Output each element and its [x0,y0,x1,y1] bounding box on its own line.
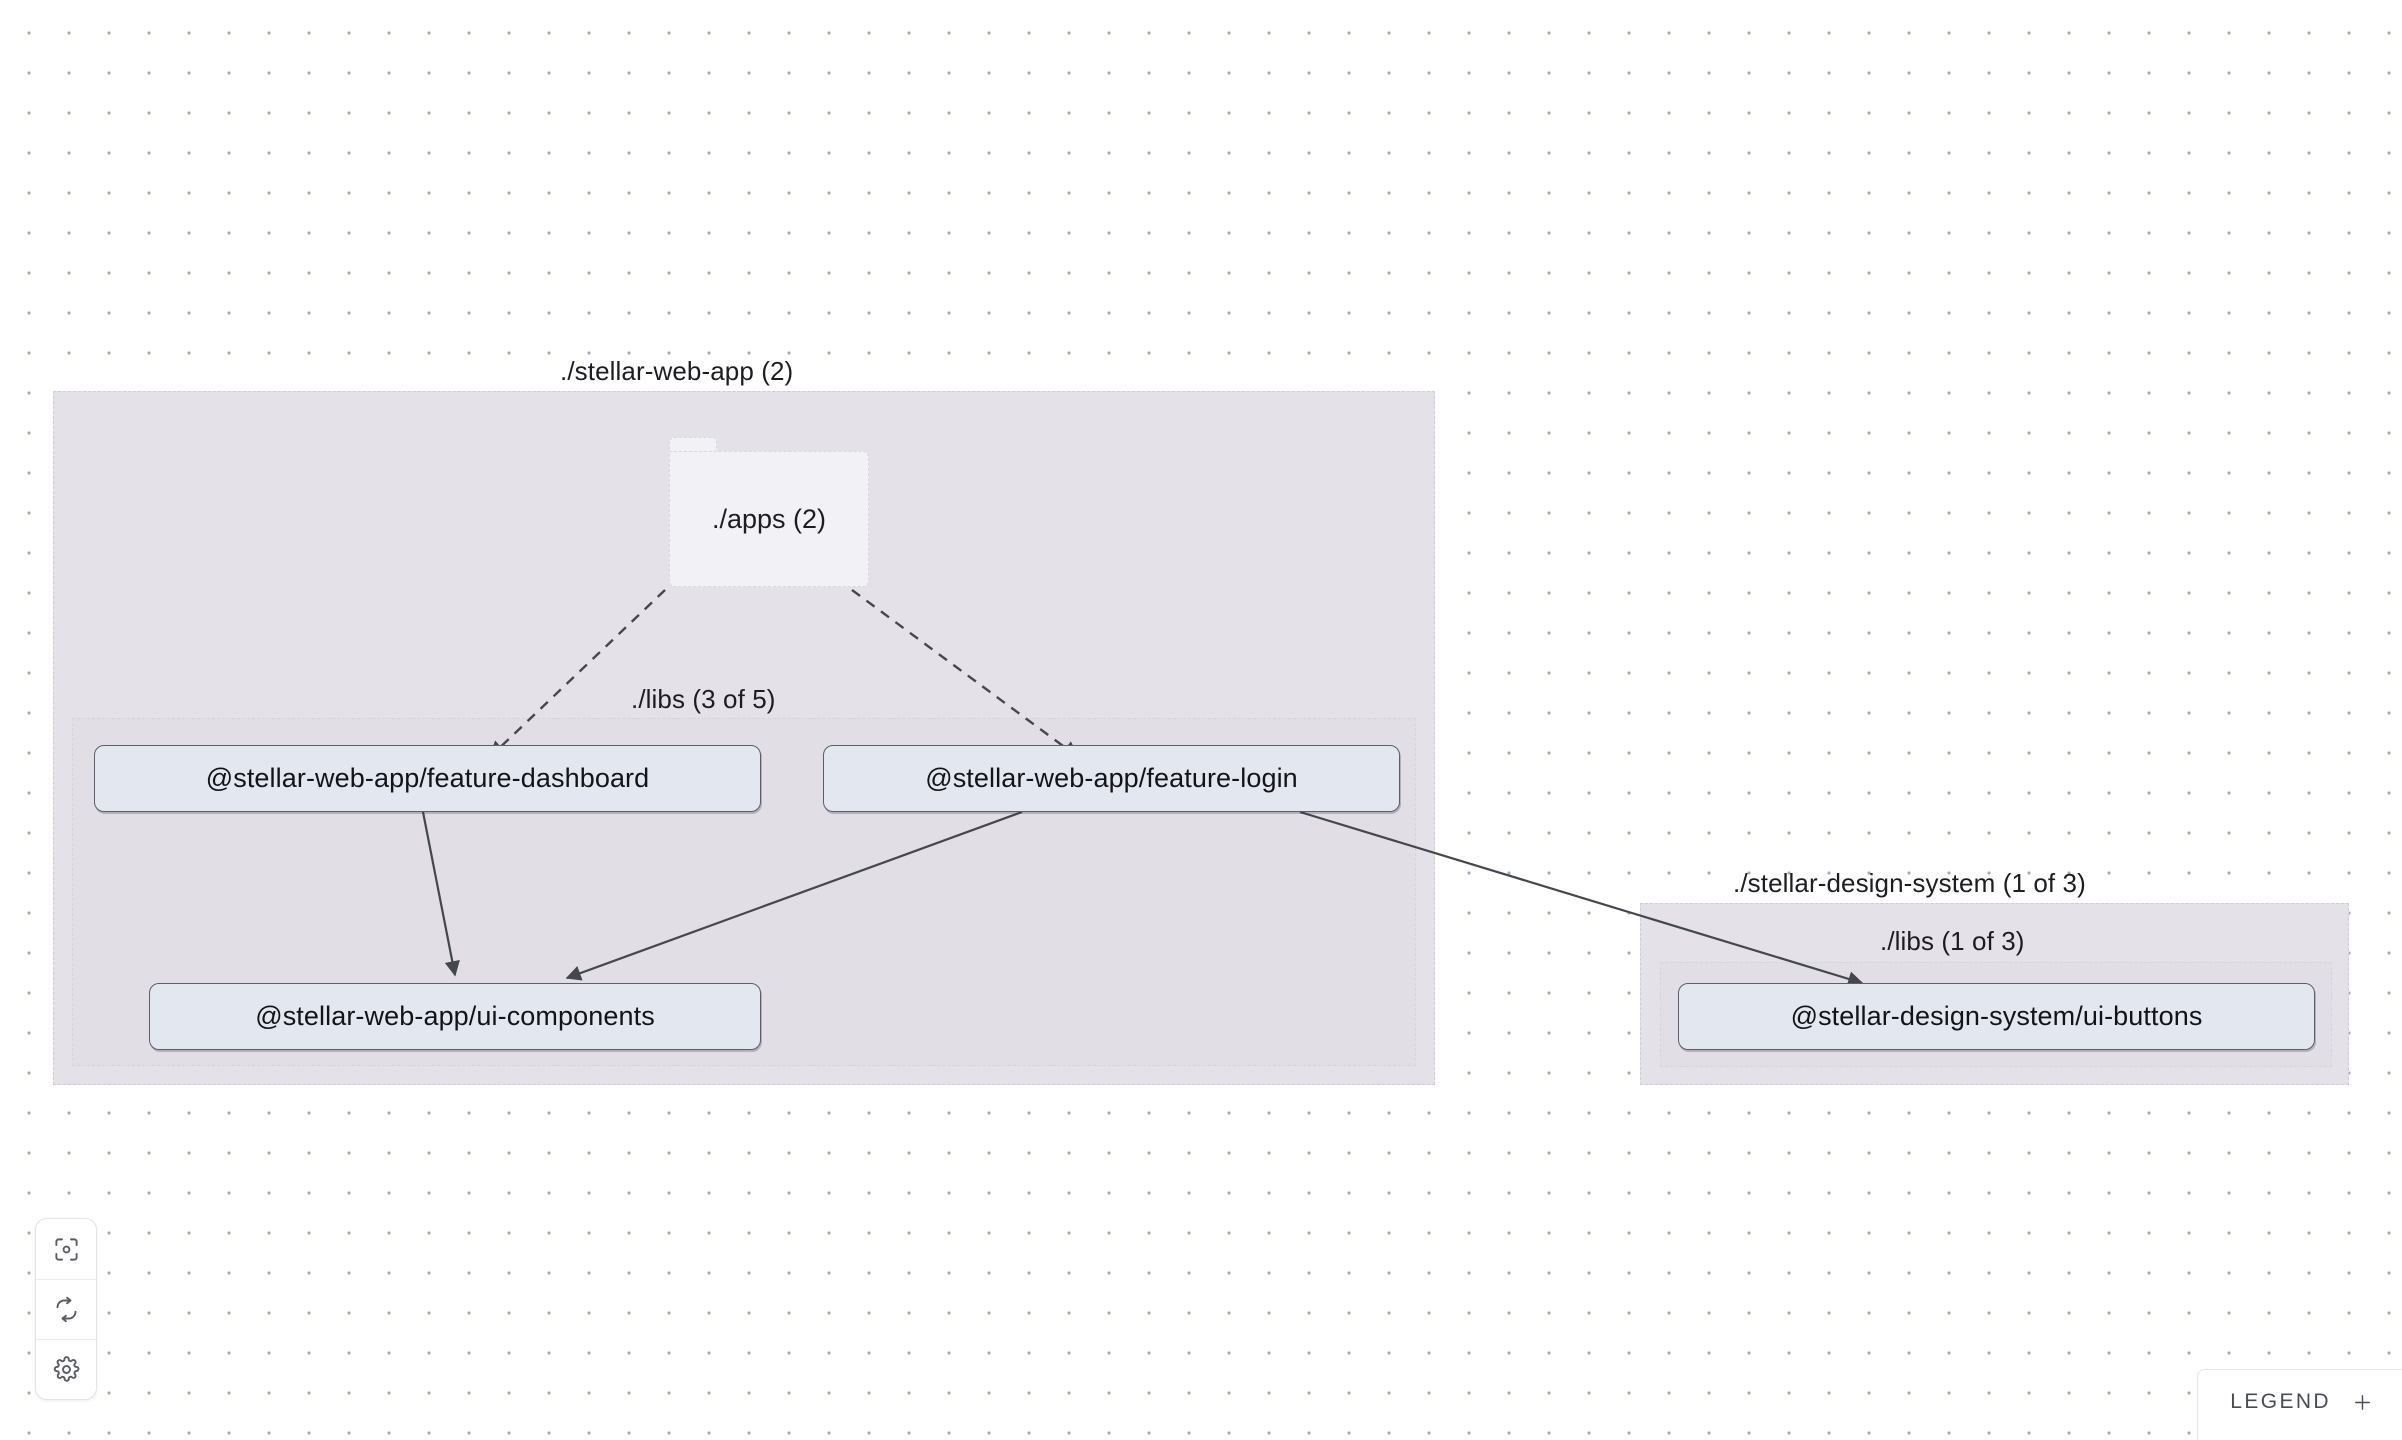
project-node-ui-buttons-label: @stellar-design-system/ui-buttons [1790,1001,2203,1031]
project-node-feature-login[interactable]: @stellar-web-app/feature-login [823,745,1400,812]
plus-icon [2351,1391,2374,1414]
group-box-stellar-design-system-libs[interactable] [1660,962,2332,1067]
legend-panel[interactable]: LEGEND [2197,1369,2402,1440]
project-node-ui-buttons[interactable]: @stellar-design-system/ui-buttons [1678,983,2315,1050]
group-label-stellar-web-app-libs: ./libs (3 of 5) [631,684,776,714]
group-label-stellar-design-system: ./stellar-design-system (1 of 3) [1733,868,2086,898]
folder-tab-icon [669,437,717,453]
folder-body: ./apps (2) [669,451,869,587]
graph-control-rail[interactable] [35,1218,97,1400]
folder-node-apps-label: ./apps (2) [711,503,827,534]
project-node-ui-components[interactable]: @stellar-web-app/ui-components [149,983,761,1050]
refresh-icon [53,1296,80,1323]
project-node-ui-components-label: @stellar-web-app/ui-components [255,1001,655,1031]
settings-button[interactable] [36,1339,96,1399]
gear-icon [53,1356,80,1383]
refresh-graph-button[interactable] [36,1279,96,1339]
group-label-stellar-web-app: ./stellar-web-app (2) [560,356,794,386]
project-node-feature-dashboard-label: @stellar-web-app/feature-dashboard [205,763,650,793]
project-node-feature-dashboard[interactable]: @stellar-web-app/feature-dashboard [94,745,761,812]
focus-graph-icon [53,1236,80,1263]
group-label-stellar-design-system-libs: ./libs (1 of 3) [1880,926,2025,956]
folder-node-apps[interactable]: ./apps (2) [669,437,869,587]
focus-graph-button[interactable] [36,1219,96,1279]
project-node-feature-login-label: @stellar-web-app/feature-login [925,763,1298,793]
legend-label: LEGEND [2230,1390,2331,1413]
